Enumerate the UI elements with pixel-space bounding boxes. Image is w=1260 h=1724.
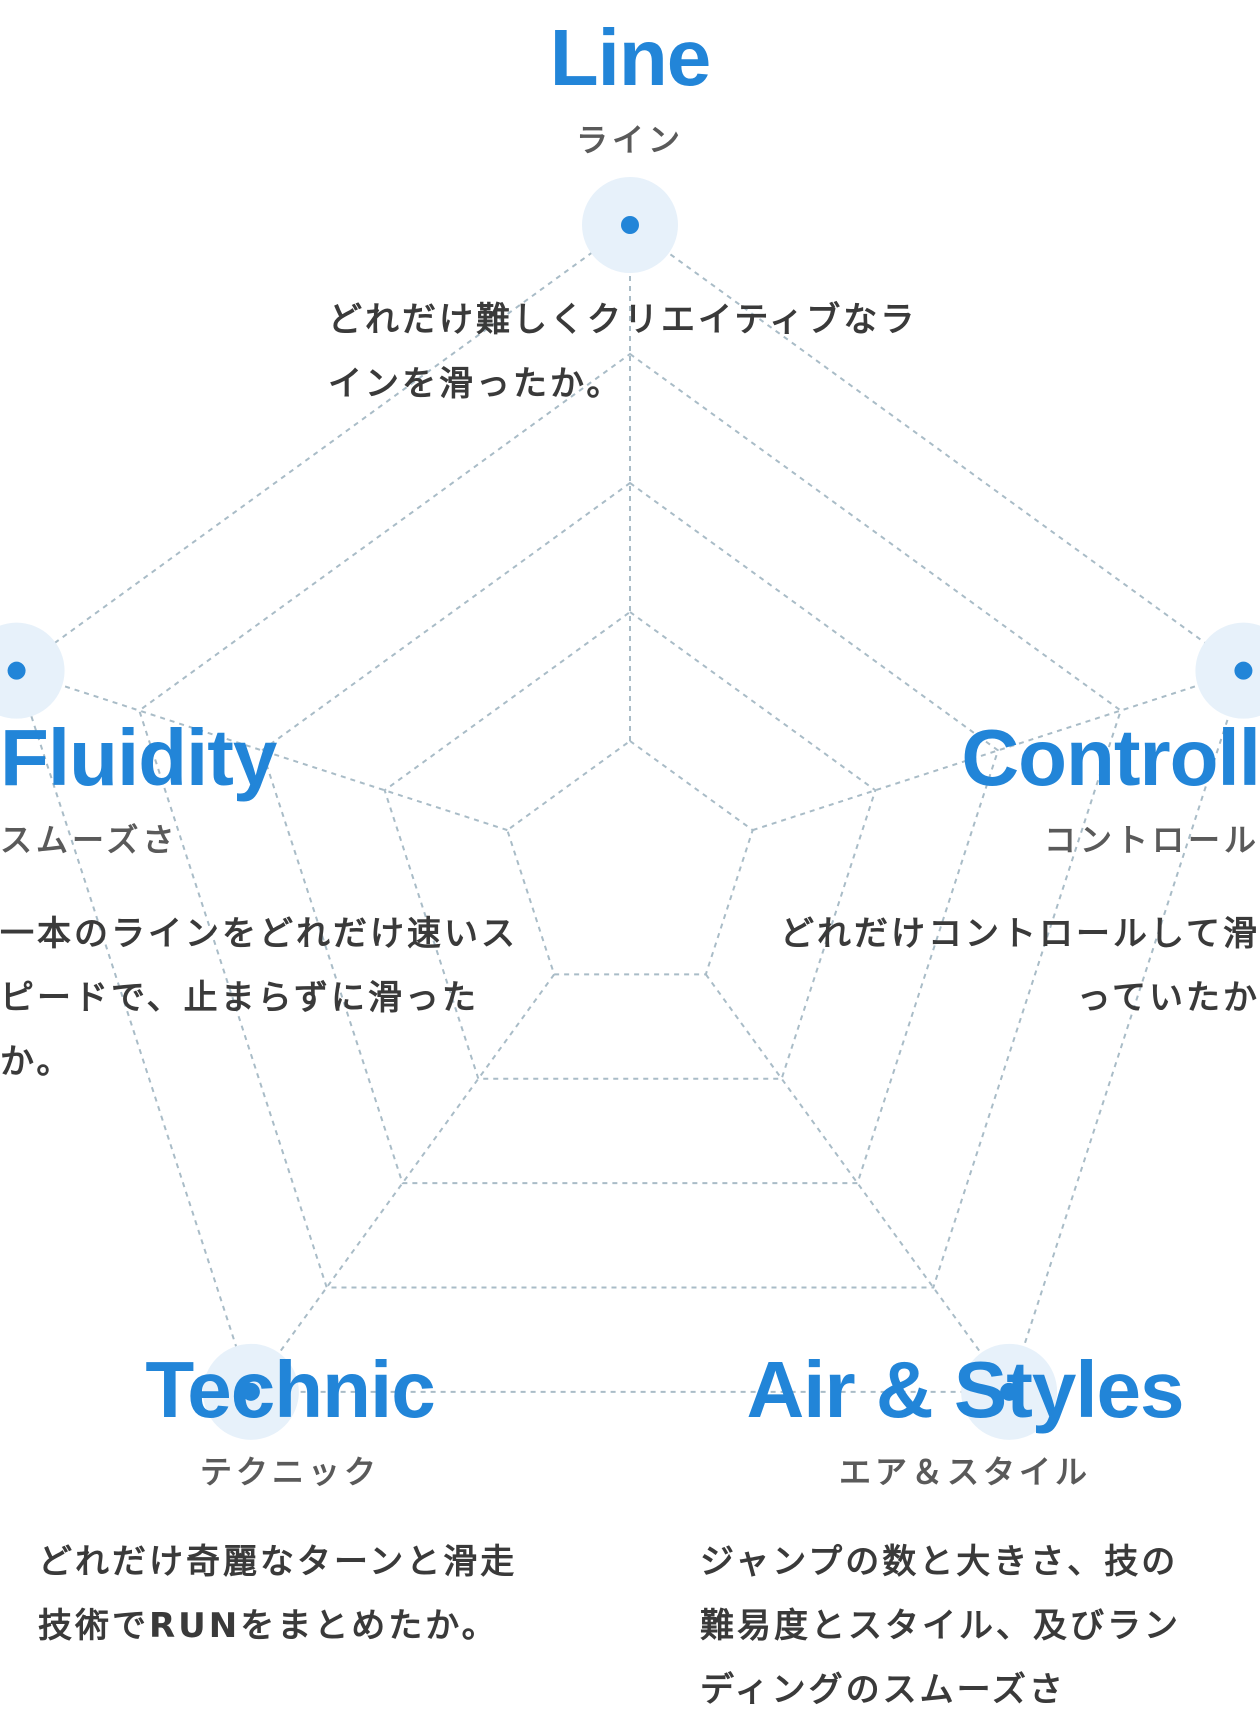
axis-title-air-styles: Air & Styles (746, 1345, 1184, 1434)
grid-ring-1 (506, 739, 754, 976)
axis-title-line: Line (549, 13, 711, 102)
axis-subtitle-controll: コントロール (1043, 821, 1260, 859)
vertex-dot-technic (241, 1382, 260, 1401)
axis-description-line: どれだけ難しくクリエイティブなラインを滑ったか。 (328, 300, 918, 404)
vertex-halo-fluidity (0, 622, 65, 719)
grid-ring-2 (383, 610, 877, 1080)
vertex-dot-air_styles (1000, 1382, 1019, 1401)
vertex-dot-controll (1234, 661, 1253, 680)
axis-subtitle-line: ライン (575, 121, 684, 159)
vertex-dot-line (621, 216, 639, 234)
grid-ring-4 (138, 352, 1122, 1289)
axis-description-controll: どれだけコントロールして滑っていたか (780, 914, 1260, 1018)
axis-subtitle-technic: テクニック (199, 1453, 380, 1491)
axis-description-fluidity: 一本のラインをどれだけ速いスピードで、止まらずに滑ったか。 (0, 914, 518, 1082)
vertex-dot-fluidity (7, 661, 26, 680)
grid-ring-5 (15, 223, 1245, 1393)
axis-title-controll: Controll (961, 713, 1260, 802)
spoke-air_styles (705, 973, 1010, 1393)
axis-description-air-styles: ジャンプの数と大きさ、技の難易度とスタイル、及びランディングのスムーズさ (700, 1542, 1181, 1710)
vertex-halo-controll (1195, 622, 1260, 719)
axis-title-technic: Technic (145, 1345, 435, 1434)
axis-title-fluidity: Fluidity (0, 713, 277, 802)
axis-subtitle-air-styles: エア＆スタイル (838, 1453, 1091, 1491)
spoke-fluidity (16, 669, 508, 832)
axis-subtitle-fluidity: スムーズさ (0, 821, 179, 859)
axis-description-technic: どれだけ奇麗なターンと滑走技術でRUNをまとめたか。 (38, 1542, 518, 1646)
